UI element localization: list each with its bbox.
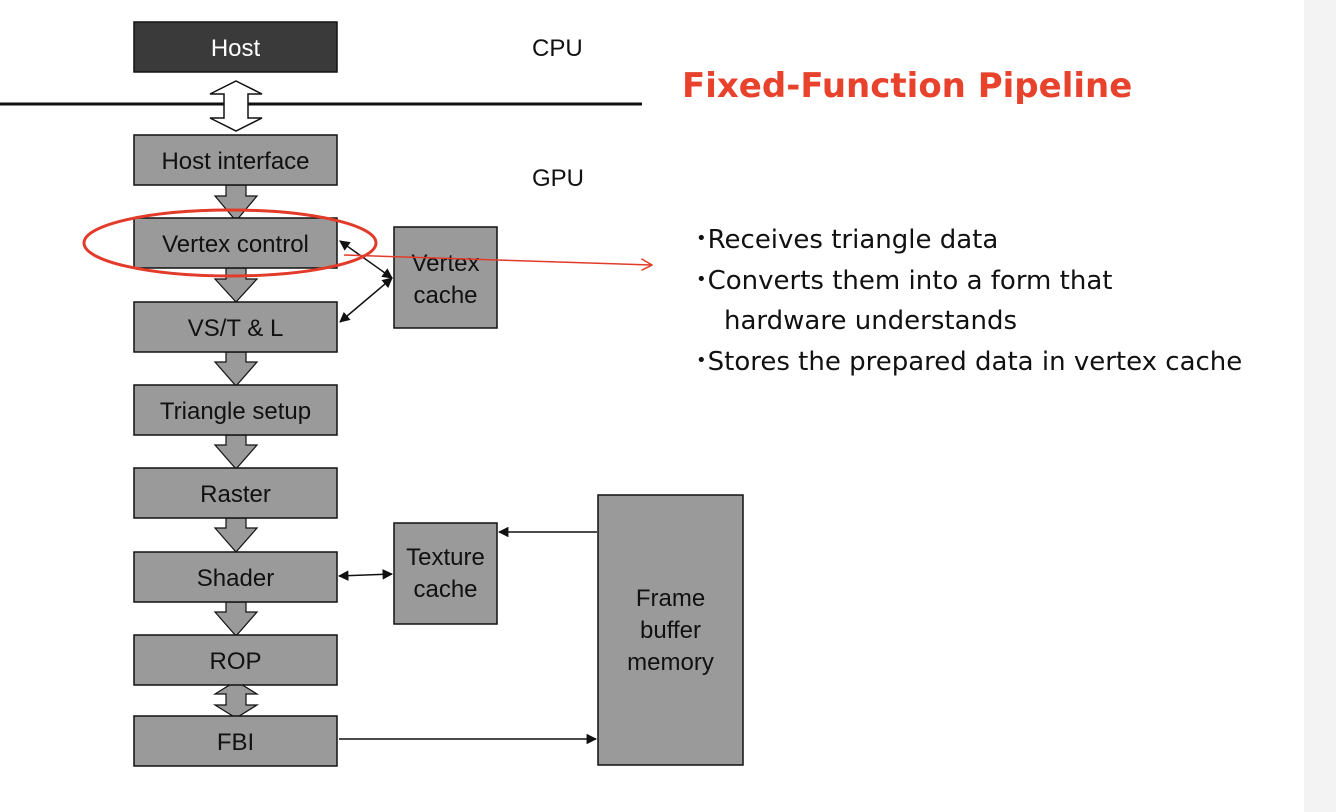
box-texture-cache-label-line1: Texture [406,544,485,571]
box-texture-cache: Texture cache [393,522,498,625]
box-shader: Shader [133,551,338,603]
box-frame-buffer-label-line1: Frame [636,585,705,612]
box-texture-cache-label-line2: cache [413,576,477,603]
box-host-label: Host [211,35,261,62]
bullet-dot-icon: • [696,269,707,290]
box-frame-buffer-label-line3: memory [627,649,714,676]
box-vertex-control: Vertex control [133,217,338,269]
box-vst-l: VS/T & L [133,301,338,353]
box-host-interface-label: Host interface [161,148,309,175]
description-bullet-list: •Receives triangle data •Converts them i… [696,219,1242,382]
bullet-text: Receives triangle data [707,225,999,255]
slide-edge-strip [1304,0,1336,812]
box-triangle-setup: Triangle setup [133,384,338,436]
gpu-label: GPU [532,165,584,192]
rop-fbi-double-arrow [212,680,260,719]
bullet-dot-icon: • [696,228,707,249]
bullet-item: •Receives triangle data [696,219,1242,260]
box-host-interface: Host interface [133,134,338,186]
bullet-text: Stores the prepared data in vertex cache [707,347,1243,377]
down-arrow-triangle-setup-to-raster [213,434,259,470]
box-rop-label: ROP [209,648,261,675]
bullet-dot-icon: • [696,350,707,371]
bullet-text: Converts them into a form that [707,266,1113,296]
bullet-item: •Converts them into a form that [696,260,1242,301]
box-rop: ROP [133,634,338,686]
box-raster-label: Raster [200,481,271,508]
box-fbi-label: FBI [217,729,254,756]
arrow-shader-texture-cache [337,569,394,581]
box-vertex-cache: Vertex cache [393,226,498,329]
highlight-callout-arrow [343,254,652,265]
slide-title: Fixed-Function Pipeline [682,66,1133,106]
box-fbi: FBI [133,715,338,767]
box-vertex-cache-label-line1: Vertex [411,250,479,277]
pipeline-down-arrows [213,184,259,637]
box-host: Host [133,21,338,73]
bullet-item: •Stores the prepared data in vertex cach… [696,341,1242,382]
bullet-item-continuation: hardware understands [696,301,1242,341]
box-triangle-setup-label: Triangle setup [160,398,311,425]
down-arrow-host-interface-to-vertex-control [213,184,259,222]
box-vst-l-label: VS/T & L [188,315,284,342]
cpu-label: CPU [532,35,583,62]
vertex-control-highlight-ellipse [82,208,378,278]
bullet-text: hardware understands [724,306,1018,336]
box-shader-label: Shader [197,565,274,592]
box-frame-buffer-label-line2: buffer [640,617,701,644]
arrow-vertex-control-vertex-cache [339,240,393,279]
box-raster: Raster [133,467,338,519]
host-bus-double-arrow [209,80,263,132]
down-arrow-vst-to-triangle-setup [213,351,259,387]
down-arrow-vertex-control-to-vst [213,267,259,303]
down-arrow-raster-to-shader [213,517,259,553]
box-frame-buffer-memory: Frame buffer memory [597,494,744,766]
box-vertex-cache-label-line2: cache [413,282,477,309]
arrow-vertex-cache-vst [339,277,393,323]
box-vertex-control-label: Vertex control [162,231,309,258]
down-arrow-shader-to-rop [213,601,259,637]
